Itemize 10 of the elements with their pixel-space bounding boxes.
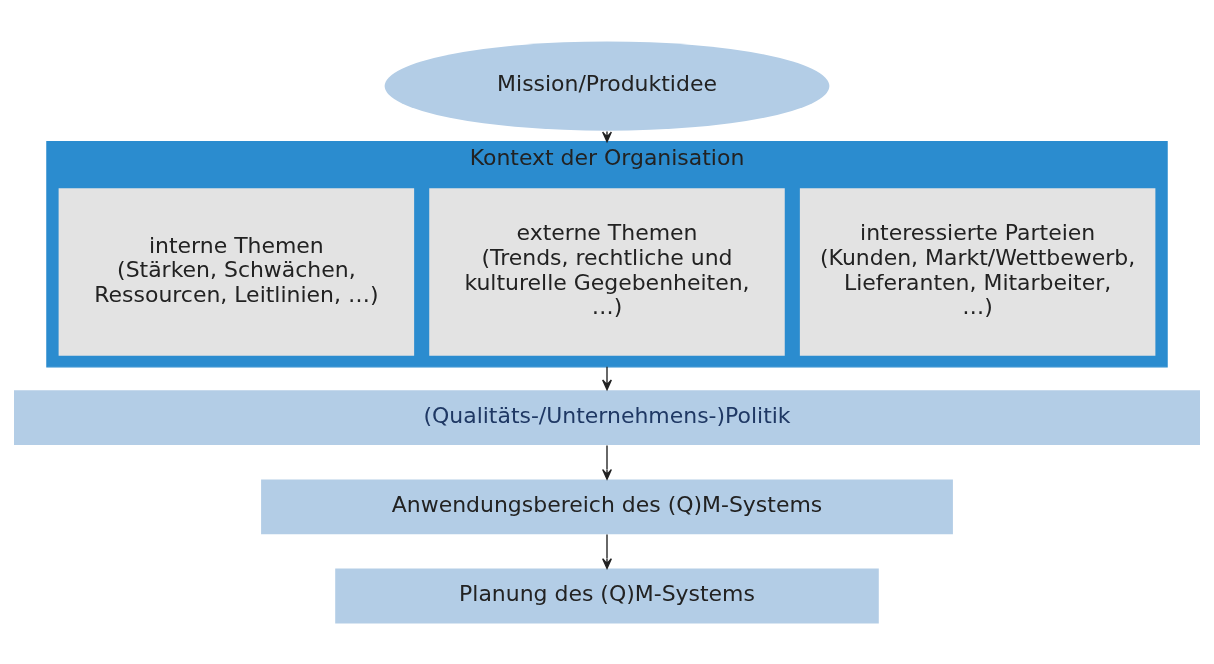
arrow <box>602 444 612 480</box>
node-box: interessierte Parteien (Kunden, Markt/Wettbewerb, Lieferanten, Mitarbeiter, …) <box>799 187 1156 356</box>
arrow <box>602 533 612 569</box>
arrow <box>602 365 612 390</box>
arrow <box>602 129 612 142</box>
node-box: externe Themen (Trends, rechtliche und kulturelle Gegebenheiten, …) <box>429 187 785 356</box>
node-box: Planung des (Q)M-Systems <box>335 568 879 623</box>
node-box: Anwendungsbereich des (Q)M-Systems <box>261 478 953 534</box>
node-box: (Qualitäts-/Unternehmens-)Politik <box>14 389 1200 445</box>
node-box: interne Themen (Stärken, Schwächen, Ressourcen, Leitlinien, …) <box>58 187 415 356</box>
